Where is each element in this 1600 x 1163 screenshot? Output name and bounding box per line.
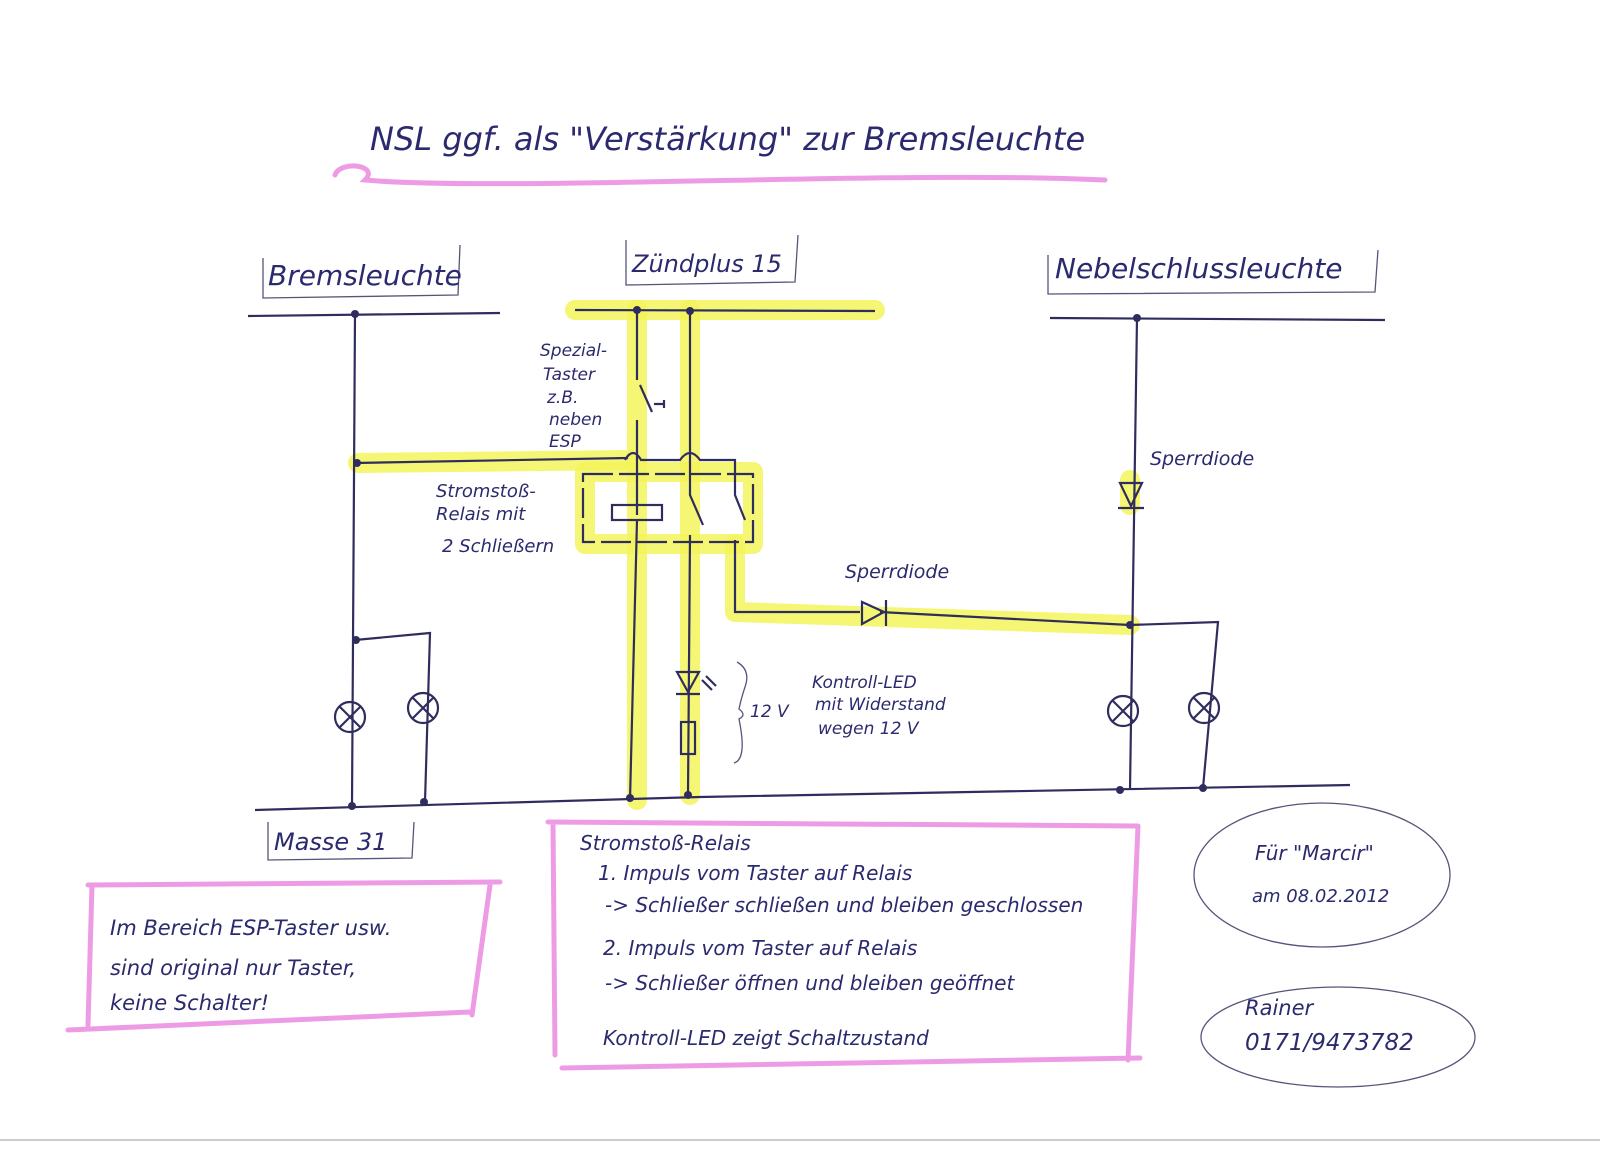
contact-ellipse [1200, 986, 1476, 1088]
note-middle: Stromstoß-Relais 1. Impuls vom Taster au… [580, 831, 1083, 1050]
svg-text:Spezial-: Spezial- [540, 341, 607, 361]
svg-text:2. Impuls vom Taster auf Relai: 2. Impuls vom Taster auf Relais [603, 936, 917, 960]
svg-text:2 Schließern: 2 Schließern [442, 536, 554, 557]
contact-phone: 0171/9473782 [1245, 1030, 1414, 1056]
svg-text:keine Schalter!: keine Schalter! [110, 991, 269, 1015]
button-annotation: Spezial- Taster z.B. neben ESP [540, 341, 607, 452]
diode-label: Sperrdiode [1150, 448, 1254, 470]
svg-text:Taster: Taster [543, 365, 596, 385]
label-zuendplus: Zündplus 15 [625, 234, 799, 286]
svg-text:Bremsleuchte: Bremsleuchte [268, 259, 462, 292]
svg-text:Stromstoß-Relais: Stromstoß-Relais [580, 831, 751, 855]
led-indicator [675, 670, 717, 696]
note-left-frame [65, 879, 503, 1033]
svg-text:Kontroll-LED zeigt Schaltzusta: Kontroll-LED zeigt Schaltzustand [603, 1026, 929, 1050]
dedication-line1: Für "Marcir" [1255, 841, 1374, 865]
svg-text:neben: neben [549, 410, 602, 430]
label-bremsleuchte: Bremsleuchte [262, 244, 462, 299]
title: NSL ggf. als "Verstärkung" zur Bremsleuc… [370, 120, 1085, 158]
voltage-brace [733, 661, 748, 764]
dedication-ellipse [1193, 802, 1451, 948]
svg-text:Stromstoß-: Stromstoß- [436, 481, 536, 502]
svg-text:z.B.: z.B. [546, 388, 578, 408]
svg-text:-> Schließer schließen und ble: -> Schließer schließen und bleiben gesch… [605, 893, 1083, 917]
wires [247, 308, 1386, 812]
svg-text:-> Schließer öffnen und bleibe: -> Schließer öffnen und bleiben geöffnet [605, 971, 1015, 995]
label-nebelschlussleuchte: Nebelschlussleuchte [1047, 249, 1379, 295]
contact-name: Rainer [1245, 996, 1315, 1020]
lamp-icon [1187, 691, 1221, 725]
note-middle-frame [545, 819, 1143, 1071]
lamp-icon [406, 691, 440, 725]
svg-text:sind original nur Taster,: sind original nur Taster, [110, 956, 356, 980]
led-annotation: Kontroll-LED mit Widerstand wegen 12 V [812, 673, 946, 739]
voltage-label: 12 V [750, 702, 790, 722]
svg-text:Masse 31: Masse 31 [274, 828, 387, 856]
title-underline [332, 163, 1108, 187]
svg-text:wegen 12 V: wegen 12 V [818, 719, 920, 739]
svg-text:Im Bereich ESP-Taster usw.: Im Bereich ESP-Taster usw. [110, 916, 391, 940]
resistor [679, 720, 697, 756]
svg-text:Nebelschlussleuchte: Nebelschlussleuchte [1055, 252, 1342, 285]
svg-text:mit Widerstand: mit Widerstand [815, 695, 946, 715]
svg-text:Zündplus 15: Zündplus 15 [631, 250, 782, 278]
svg-text:Kontroll-LED: Kontroll-LED [812, 673, 917, 693]
svg-text:ESP: ESP [549, 432, 582, 452]
relay-annotation: Stromstoß- Relais mit 2 Schließern [436, 481, 554, 557]
diode-label: Sperrdiode [845, 561, 949, 583]
label-masse: Masse 31 [267, 821, 415, 861]
diode-relay-output [860, 600, 888, 626]
svg-text:1. Impuls vom Taster auf Relai: 1. Impuls vom Taster auf Relais [598, 861, 912, 885]
junction-dots [348, 306, 1207, 810]
note-left: Im Bereich ESP-Taster usw. sind original… [110, 916, 391, 1015]
lamp-icon [1106, 694, 1140, 728]
lamp-icon [333, 700, 367, 734]
diode-fog-light [1118, 481, 1144, 510]
svg-text:Relais mit: Relais mit [436, 504, 526, 525]
dedication-line2: am 08.02.2012 [1252, 886, 1389, 907]
